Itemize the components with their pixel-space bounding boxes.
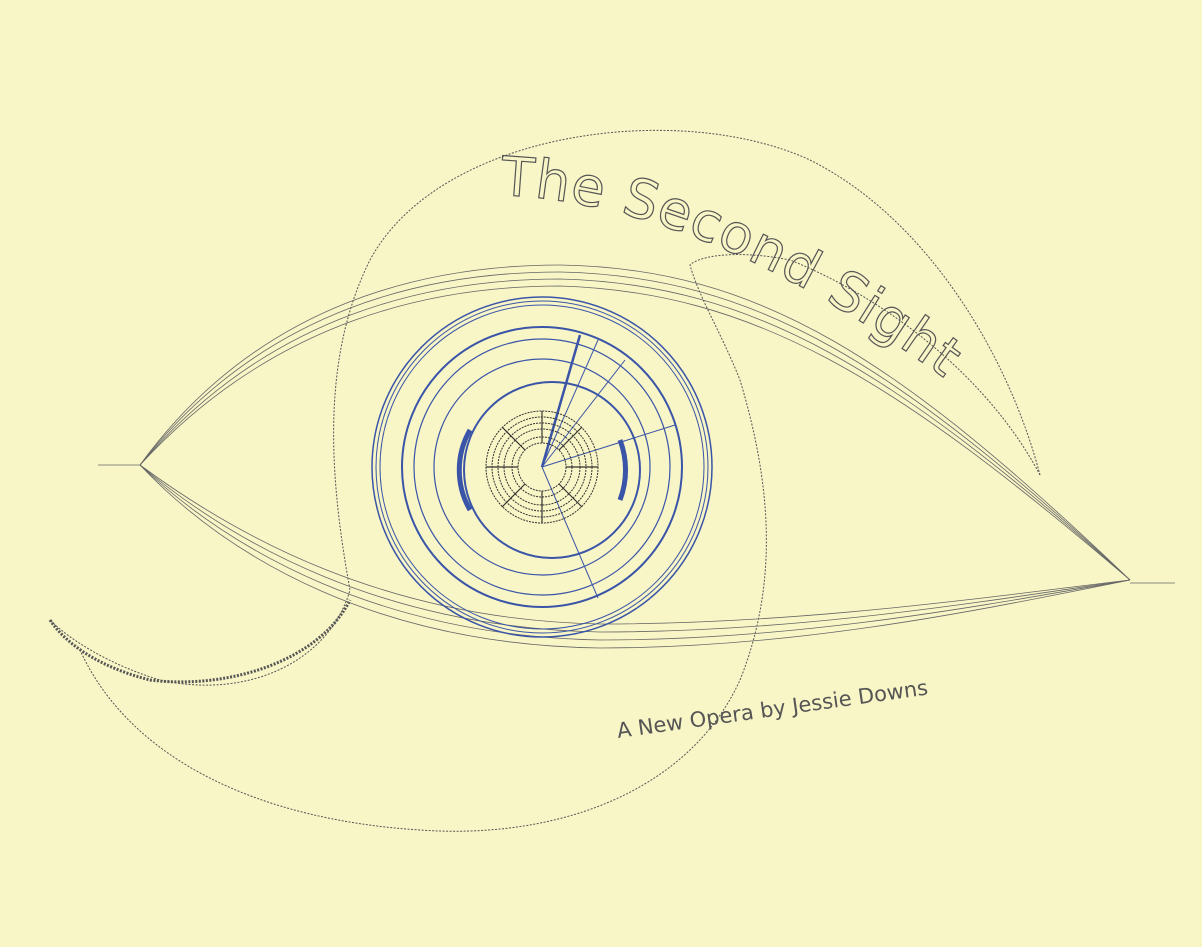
- pupil: [485, 410, 599, 524]
- iris: [371, 296, 713, 638]
- poster-subtitle: A New Opera by Jessie Downs: [615, 676, 929, 743]
- spiral-drawing: [48, 129, 1041, 832]
- eye-outline: [98, 264, 1175, 649]
- poster-title: The Second Sight: [498, 145, 974, 389]
